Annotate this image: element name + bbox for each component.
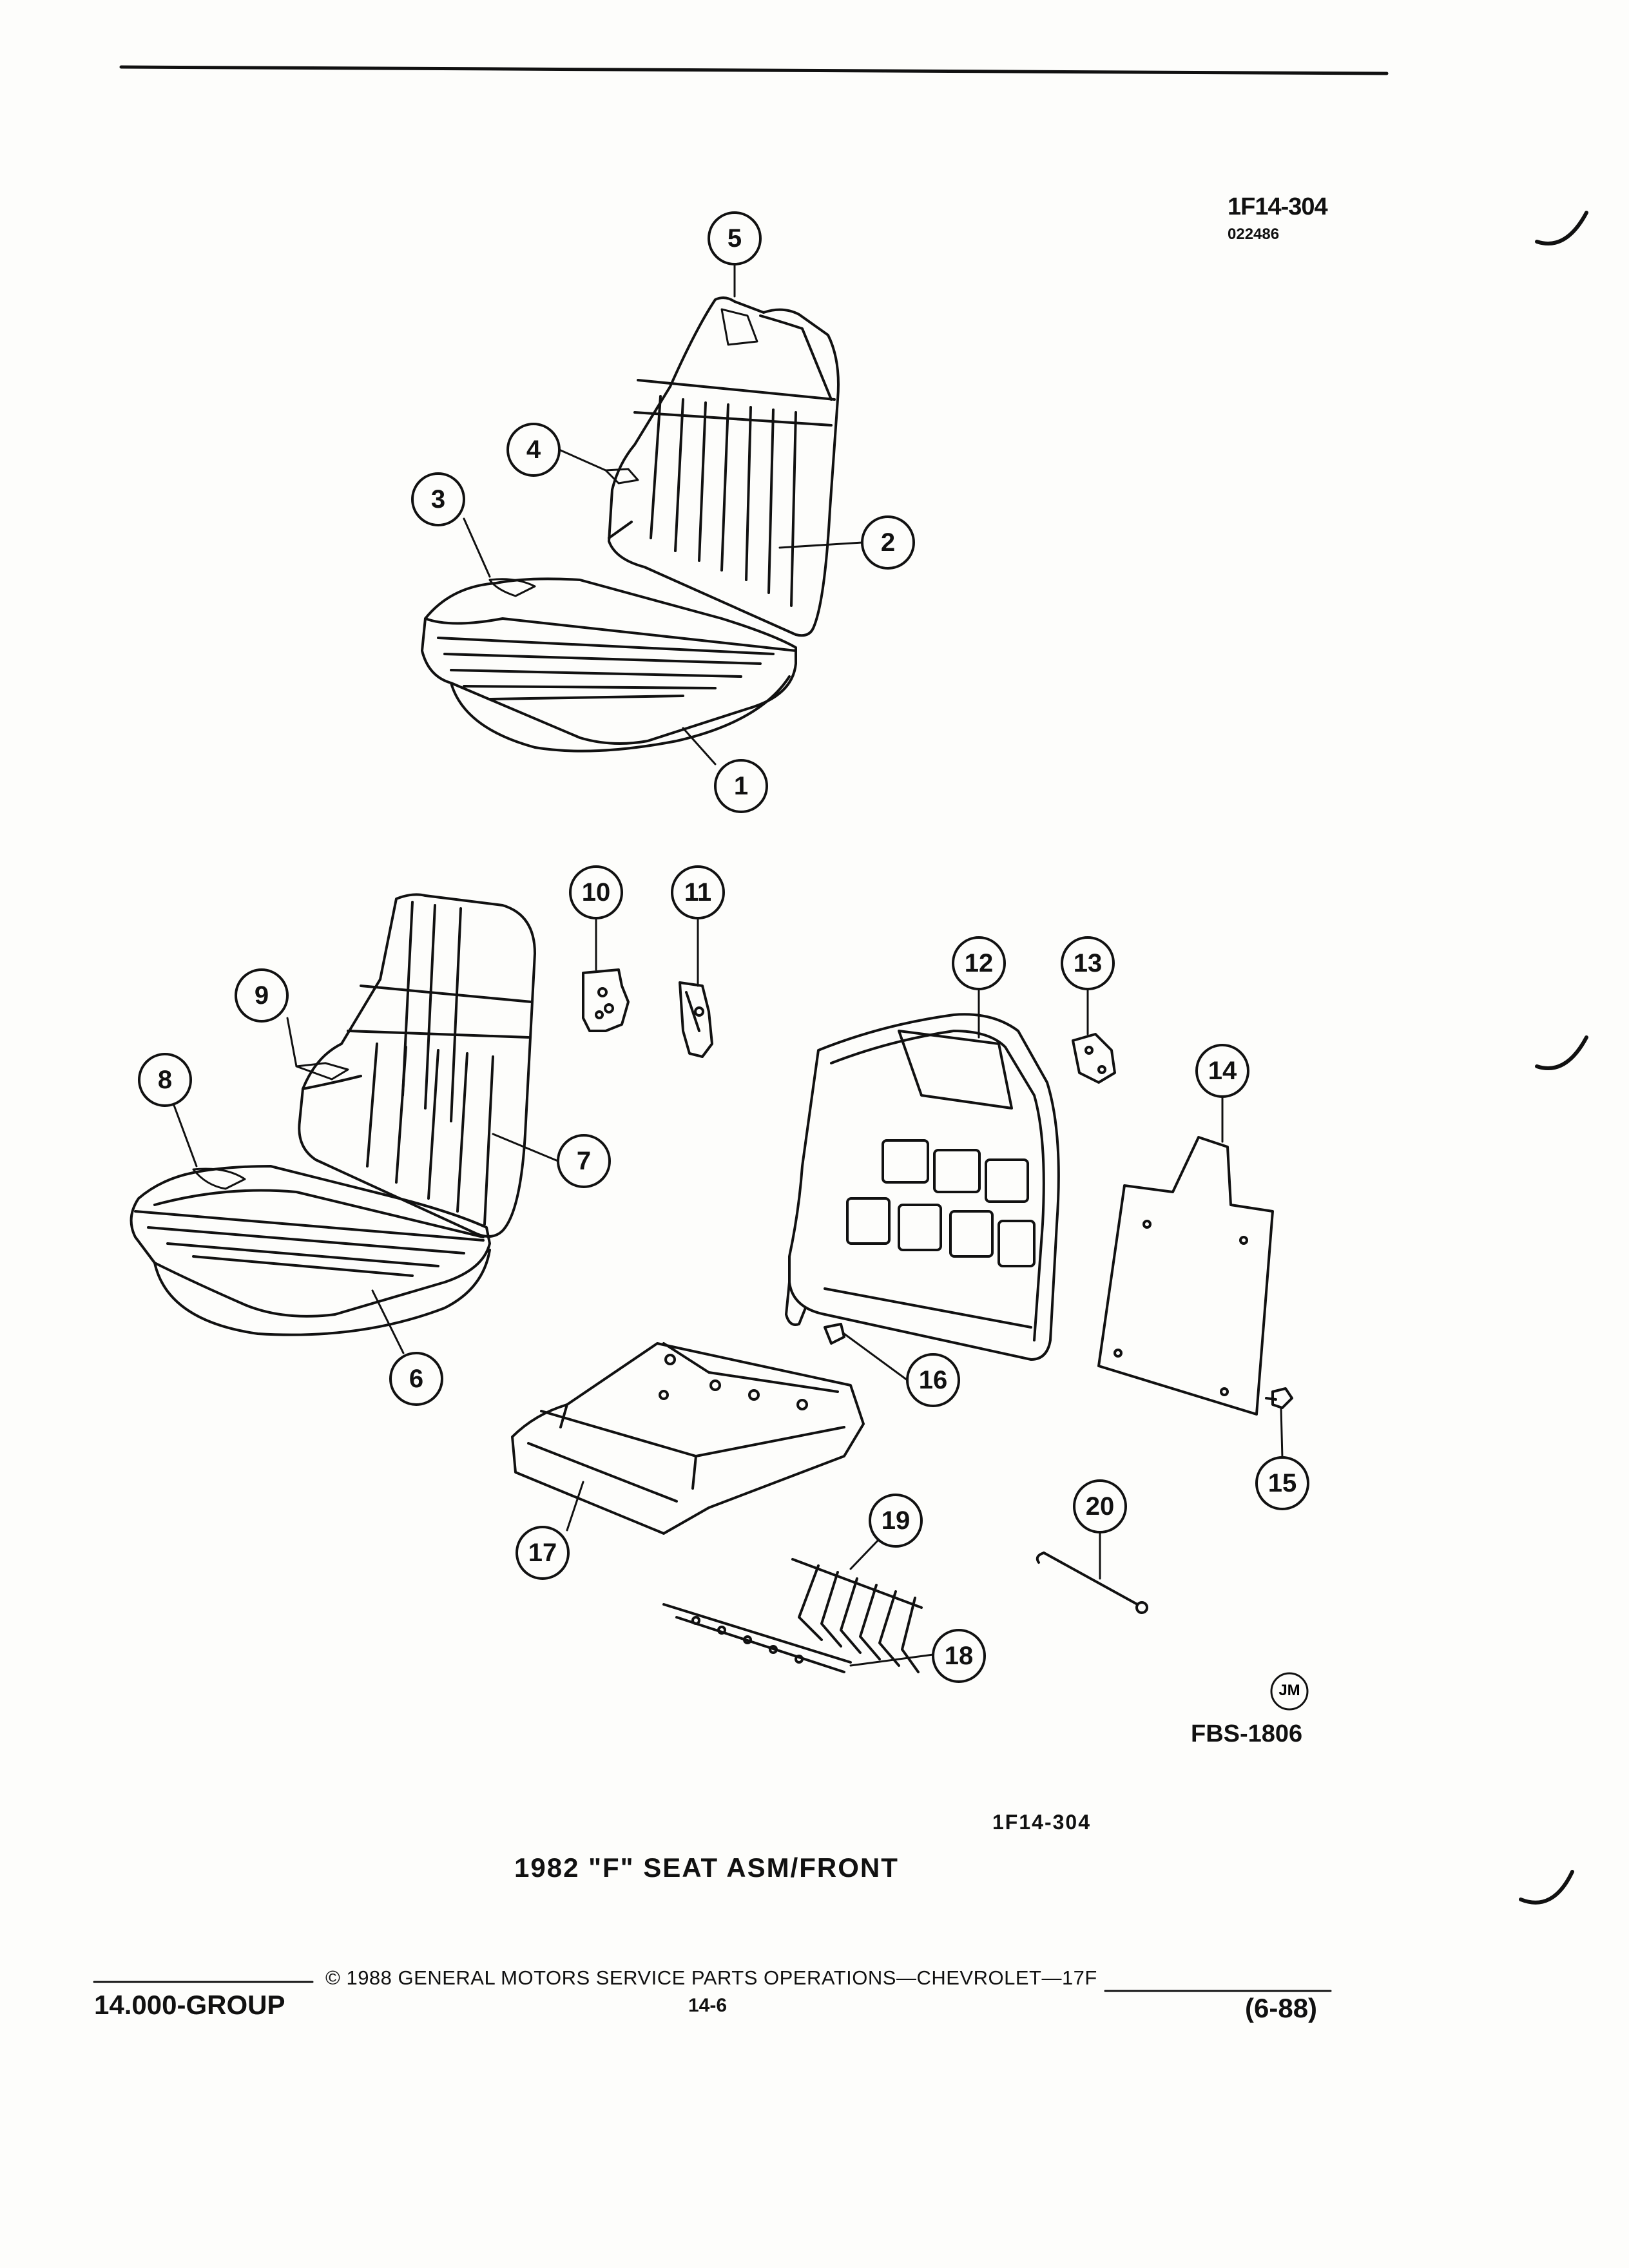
callout-5[interactable]: 5 (727, 224, 742, 253)
callout-leaders (171, 263, 1284, 1667)
top-rule (119, 65, 1389, 75)
callout-20[interactable]: 20 (1085, 1492, 1115, 1521)
group-label: 14.000-GROUP (94, 1990, 285, 2020)
callout-2[interactable]: 2 (880, 528, 896, 557)
jm-stamp: JM (1278, 1682, 1300, 1699)
callout-7[interactable]: 7 (576, 1146, 592, 1175)
callout-19[interactable]: 19 (881, 1506, 911, 1535)
lower-seat-assembly (130, 893, 536, 1336)
copyright-line: © 1988 GENERAL MOTORS SERVICE PARTS OPER… (325, 1966, 1097, 1989)
callout-8[interactable]: 8 (157, 1065, 173, 1094)
part-14-back-panel (1097, 1136, 1274, 1416)
part-12-seatback-frame (785, 1013, 1060, 1361)
figure-reference: 1F14-304 (992, 1811, 1091, 1834)
part-10-clip (582, 968, 630, 1032)
part-16-screw (824, 1323, 845, 1345)
part-20-rod (1036, 1552, 1148, 1614)
binder-mark-1 (1535, 211, 1588, 245)
figure-title: 1982 "F" SEAT ASM/FRONT (514, 1852, 899, 1883)
binder-mark-2 (1535, 1035, 1588, 1070)
part-18-spring-rail (662, 1603, 852, 1673)
revision-date: (6-88) (1245, 1993, 1318, 2023)
part-13-bracket (1072, 1033, 1116, 1084)
callout-4[interactable]: 4 (526, 435, 541, 464)
callout-11[interactable]: 11 (684, 878, 712, 907)
callout-circles (138, 211, 1309, 1683)
callout-6[interactable]: 6 (409, 1364, 424, 1393)
part-11-clip (679, 981, 713, 1058)
figure-date: 022486 (1228, 226, 1280, 243)
binder-mark-3 (1519, 1870, 1574, 1905)
callout-10[interactable]: 10 (581, 878, 611, 907)
callout-16[interactable]: 16 (918, 1365, 948, 1394)
part-15-screw (1265, 1387, 1293, 1409)
part-19-spring-wire (791, 1558, 923, 1673)
upper-seat-assembly (421, 296, 840, 753)
callout-1[interactable]: 1 (733, 771, 749, 800)
callout-14[interactable]: 14 (1208, 1056, 1237, 1085)
callout-17[interactable]: 17 (528, 1538, 557, 1567)
callout-13[interactable]: 13 (1073, 948, 1103, 977)
callout-9[interactable]: 9 (254, 981, 269, 1010)
figure-code: 1F14-304 (1228, 193, 1328, 220)
fbs-code: FBS-1806 (1191, 1720, 1303, 1747)
callout-12[interactable]: 12 (964, 948, 994, 977)
jm-stamp-ring (1270, 1672, 1309, 1711)
part-17-adjuster (511, 1342, 865, 1535)
callout-15[interactable]: 15 (1268, 1468, 1297, 1497)
page-number: 14-6 (688, 1995, 728, 2016)
callout-3[interactable]: 3 (430, 485, 446, 514)
callout-18[interactable]: 18 (944, 1641, 974, 1670)
